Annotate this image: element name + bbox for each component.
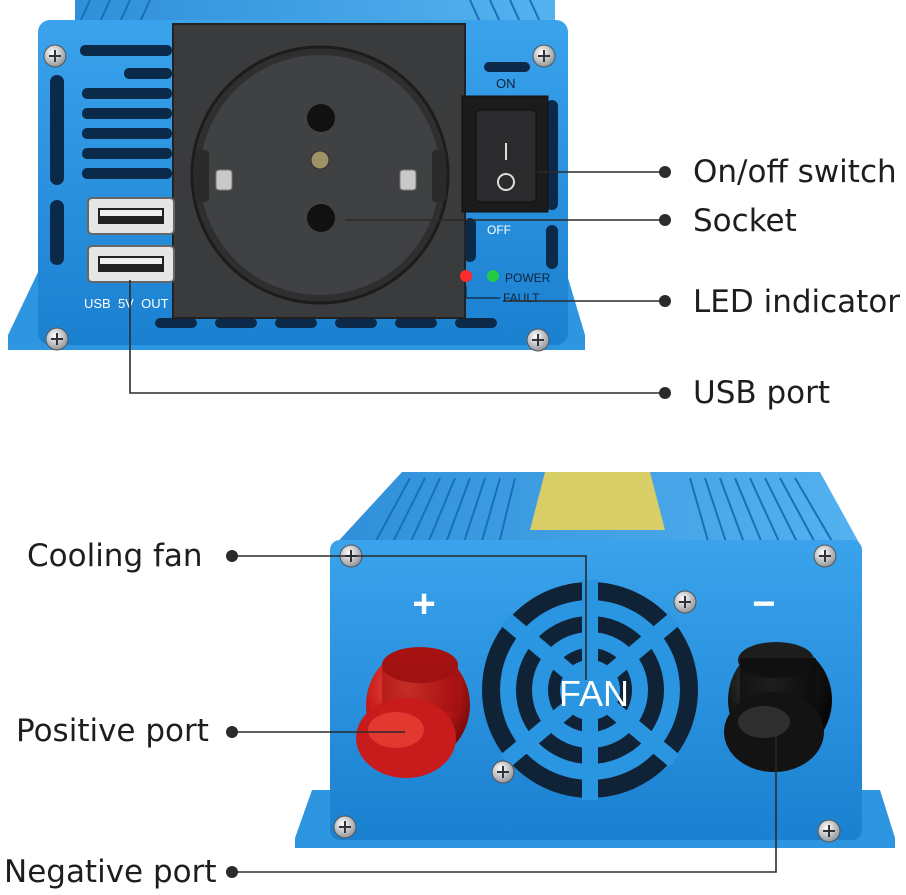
callout-negative-port: Negative port [4, 854, 217, 890]
callout-led-indicator: LED indicator [693, 284, 901, 320]
callout-dots [226, 166, 671, 878]
fault-led-text: FAULT [503, 291, 540, 305]
led-indicator [460, 270, 499, 282]
minus-sign: − [752, 582, 775, 626]
usb-text: USB 5V OUT [84, 296, 169, 311]
callout-cooling-fan: Cooling fan [27, 538, 203, 574]
switch-on-text: ON [496, 76, 516, 91]
callout-usb-port: USB port [693, 375, 831, 411]
fan-text: FAN [559, 673, 629, 714]
callout-onoff-switch: On/off switch [693, 154, 897, 190]
positive-port [356, 647, 470, 778]
onoff-switch [461, 95, 549, 213]
callout-socket: Socket [693, 203, 797, 239]
negative-port [724, 642, 832, 772]
callout-lines [129, 171, 777, 873]
socket [172, 23, 466, 319]
callout-positive-port: Positive port [16, 713, 209, 749]
power-led-text: POWER [505, 271, 551, 285]
usb-port [87, 197, 175, 283]
top-inverter-panel: ON OFF POWER FAULT USB 5V OUT [8, 0, 585, 352]
bottom-inverter-panel: FAN + − [295, 472, 895, 848]
plus-sign: + [412, 582, 435, 626]
switch-off-text: OFF [487, 223, 511, 237]
cooling-fan [482, 580, 698, 800]
